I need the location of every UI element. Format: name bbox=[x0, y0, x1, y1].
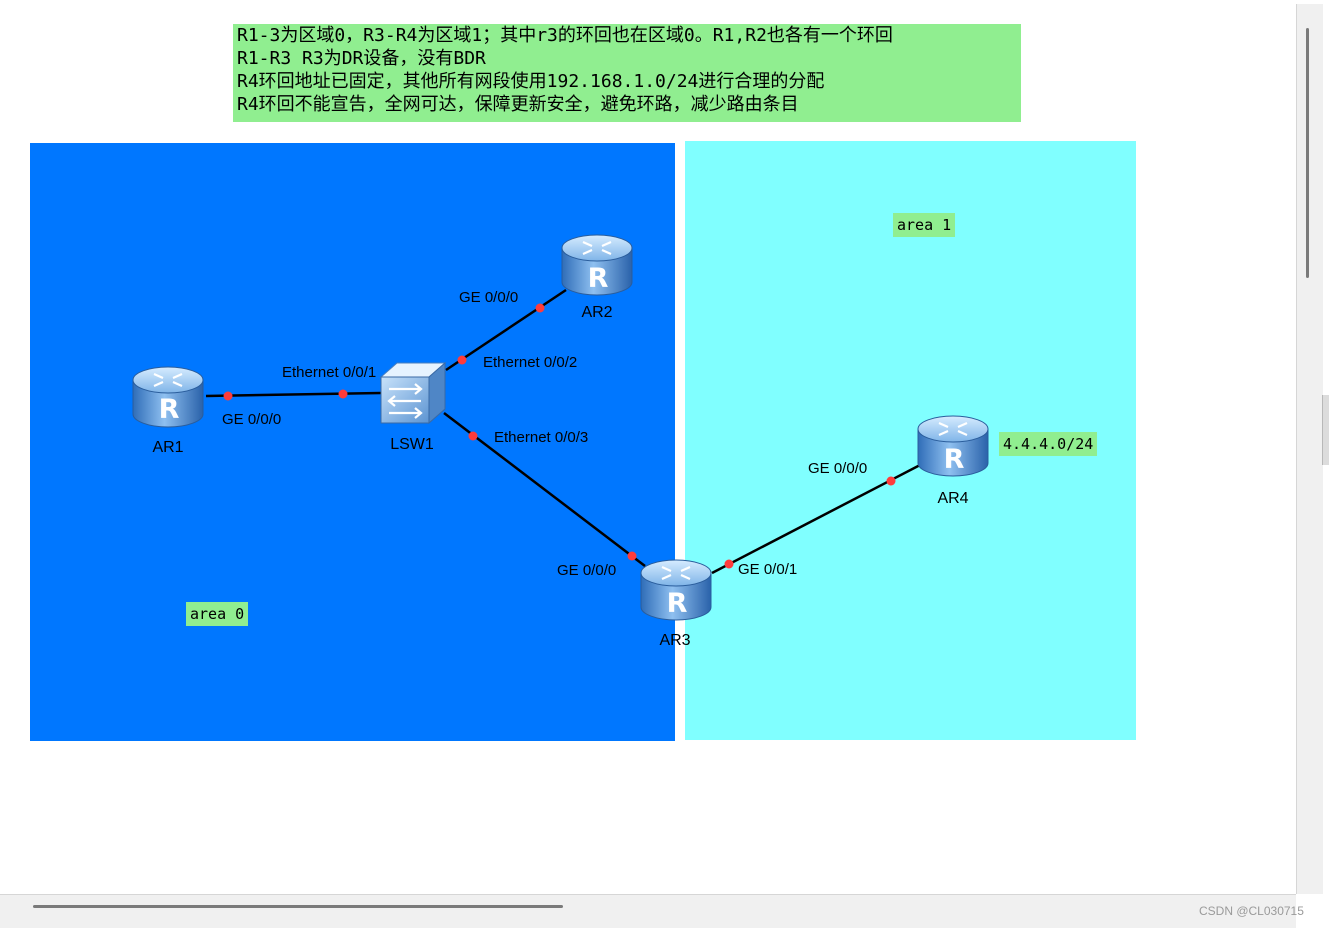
link-lsw1-ar3[interactable] bbox=[443, 412, 646, 567]
note-line-4: R4环回不能宣告，全网可达，保障更新安全，避免环路，减少路由条目 bbox=[237, 94, 799, 115]
port-label-ar4-ge000: GE 0/0/0 bbox=[808, 460, 867, 477]
port-label-lsw1-eth001: Ethernet 0/0/1 bbox=[282, 364, 376, 381]
switch-lsw1[interactable]: LSW1 bbox=[379, 361, 447, 453]
router-glyph: R bbox=[667, 588, 688, 619]
device-label-ar3: AR3 bbox=[659, 632, 690, 649]
device-label-ar1: AR1 bbox=[152, 439, 183, 456]
port-label-ar2-ge000: GE 0/0/0 bbox=[459, 289, 518, 306]
port-dot bbox=[223, 391, 233, 401]
note-line-2: R1-R3 R3为DR设备，没有BDR bbox=[237, 48, 486, 69]
vertical-scroll-thumb[interactable] bbox=[1306, 28, 1309, 278]
port-dot bbox=[886, 476, 896, 486]
horizontal-scroll-thumb[interactable] bbox=[33, 905, 563, 908]
area-0-label: area 0 bbox=[186, 602, 249, 626]
link-lsw1-ar2[interactable] bbox=[445, 288, 567, 372]
router-ar1[interactable]: R AR1 bbox=[131, 365, 205, 456]
side-panel-handle[interactable] bbox=[1322, 395, 1329, 465]
port-dot bbox=[338, 389, 348, 399]
router-ar3[interactable]: R AR3 bbox=[639, 558, 713, 649]
vertical-scrollbar[interactable] bbox=[1296, 4, 1323, 894]
port-labels: GE 0/0/0 Ethernet 0/0/1 Ethernet 0/0/2 G… bbox=[222, 289, 867, 579]
device-label-lsw1: LSW1 bbox=[390, 436, 434, 453]
watermark: CSDN @CL030715 bbox=[1199, 904, 1304, 918]
loopback-label: 4.4.4.0/24 bbox=[999, 432, 1098, 456]
port-label-ar3-ge001: GE 0/0/1 bbox=[738, 561, 797, 578]
router-glyph: R bbox=[159, 394, 180, 425]
device-label-ar2: AR2 bbox=[581, 304, 612, 321]
port-label-lsw1-eth002: Ethernet 0/0/2 bbox=[483, 354, 577, 371]
router-glyph: R bbox=[588, 263, 609, 294]
port-dot bbox=[627, 551, 637, 561]
link-ar3-ar4[interactable] bbox=[711, 462, 923, 575]
router-glyph: R bbox=[944, 444, 965, 475]
horizontal-scrollbar[interactable] bbox=[0, 894, 1296, 928]
area-1-label: area 1 bbox=[893, 213, 956, 237]
port-dot bbox=[457, 355, 467, 365]
router-ar2[interactable]: R AR2 bbox=[560, 233, 634, 321]
link-ar1-lsw1[interactable] bbox=[205, 389, 382, 401]
device-label-ar4: AR4 bbox=[937, 490, 968, 507]
port-dot bbox=[724, 559, 734, 569]
port-dot bbox=[468, 431, 478, 441]
note-line-1: R1-3为区域0，R3-R4为区域1；其中r3的环回也在区域0。R1,R2也各有… bbox=[237, 25, 893, 46]
port-label-lsw1-eth003: Ethernet 0/0/3 bbox=[494, 429, 588, 446]
requirements-note: R1-3为区域0，R3-R4为区域1；其中r3的环回也在区域0。R1,R2也各有… bbox=[233, 24, 1021, 122]
port-label-ar1-ge000: GE 0/0/0 bbox=[222, 411, 281, 428]
port-dot bbox=[535, 303, 545, 313]
network-diagram: R AR1 R AR2 R AR3 R AR4 LSW1 GE 0/0/0 Et… bbox=[131, 233, 990, 649]
port-label-ar3-ge000: GE 0/0/0 bbox=[557, 562, 616, 579]
router-ar4[interactable]: R AR4 bbox=[916, 414, 990, 507]
note-line-3: R4环回地址已固定，其他所有网段使用192.168.1.0/24进行合理的分配 bbox=[237, 71, 825, 92]
